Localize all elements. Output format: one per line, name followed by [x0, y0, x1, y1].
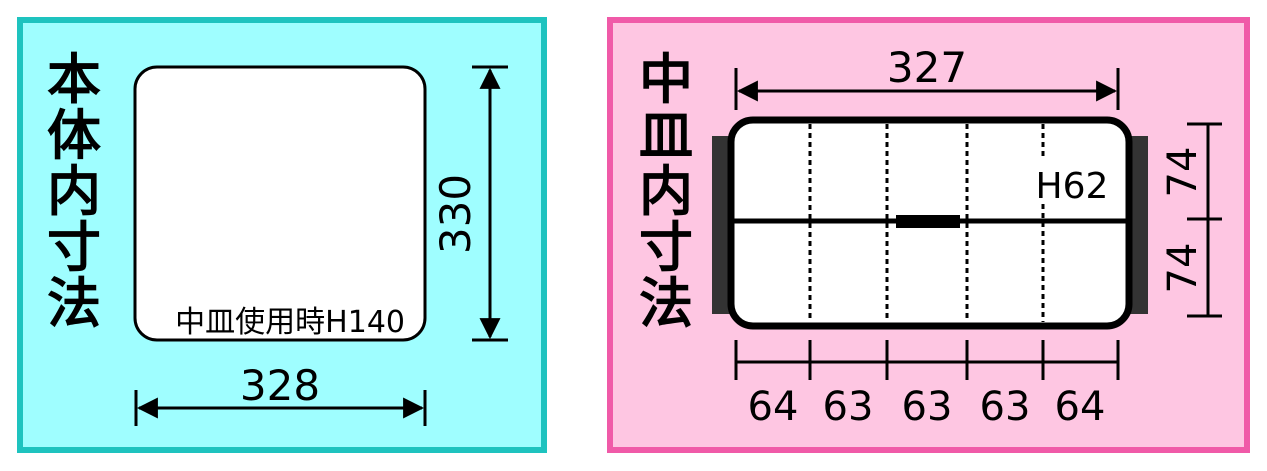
body-width-label: 328	[240, 361, 320, 410]
body-title-char: 法	[47, 272, 101, 335]
body-title-char: 体	[47, 104, 101, 167]
tray-row-label: 74	[1160, 147, 1206, 198]
body-inner-note: 中皿使用時H140	[175, 305, 405, 340]
tray-depth-label: H62	[1036, 166, 1109, 207]
body-interior-outline	[133, 65, 427, 342]
tray-title: 中 皿 内 寸 法	[636, 52, 696, 332]
tray-column-label: 64	[1055, 384, 1106, 430]
body-height-label: 330	[431, 174, 480, 254]
tray-title-char: 寸	[639, 216, 693, 279]
tray-title-char: 皿	[639, 104, 693, 167]
tray-title-char: 内	[639, 160, 693, 223]
body-title-char: 本	[47, 48, 101, 111]
tray-row-label: 74	[1160, 243, 1206, 294]
tray-title-char: 中	[639, 48, 693, 111]
tray-column-label: 63	[823, 384, 874, 430]
body-title-char: 寸	[47, 216, 101, 279]
tray-column-label: 63	[980, 384, 1031, 430]
tray-column-label: 64	[748, 384, 799, 430]
tray-divider-clip	[896, 215, 960, 228]
body-title: 本 体 内 寸 法	[44, 52, 104, 332]
tray-column-label: 63	[902, 384, 953, 430]
body-title-char: 内	[47, 160, 101, 223]
tray-width-label: 327	[887, 43, 967, 92]
tray-title-char: 法	[639, 272, 693, 335]
